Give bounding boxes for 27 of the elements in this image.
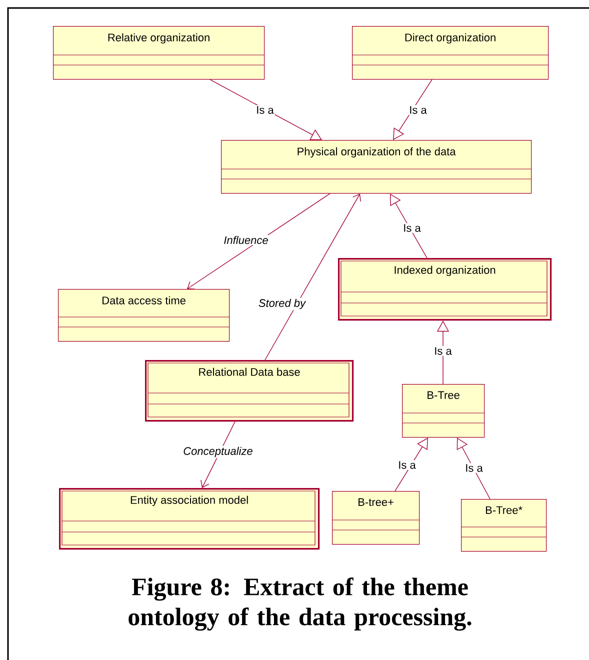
edge-label: Conceptualize: [182, 446, 254, 458]
edge-label: Influence: [222, 234, 270, 246]
arrow: [187, 193, 330, 290]
caption: Figure 8: Extract of the theme ontology of the data processing.: [128, 578, 472, 631]
class-box: B-Tree: [402, 384, 485, 438]
class-box: Physical organization of the data: [220, 140, 532, 194]
arrow: [456, 438, 490, 500]
edge-label: Is a: [397, 460, 417, 470]
class-box: Relative organization: [52, 26, 265, 80]
class-box: B-Tree*: [460, 499, 547, 552]
class-box: B-tree+: [332, 491, 420, 545]
edge-label: Stored by: [257, 298, 307, 310]
arrow: [393, 79, 432, 140]
edge-label: Is a: [433, 346, 453, 356]
class-box: Entity association model: [59, 488, 320, 550]
class-box: Direct organization: [352, 26, 549, 80]
arrow: [394, 438, 428, 492]
class-box: Indexed organization: [338, 258, 552, 321]
edge-label: Is a: [402, 223, 422, 233]
arrow: [390, 194, 428, 258]
edge-label: Is a: [464, 463, 484, 473]
edge-label: Is a: [255, 105, 275, 115]
class-box: Data access time: [58, 289, 230, 342]
edge-label: Is a: [408, 105, 428, 115]
class-box: Relational Data base: [145, 360, 354, 422]
arrow: [264, 194, 361, 360]
arrow: [210, 79, 322, 140]
